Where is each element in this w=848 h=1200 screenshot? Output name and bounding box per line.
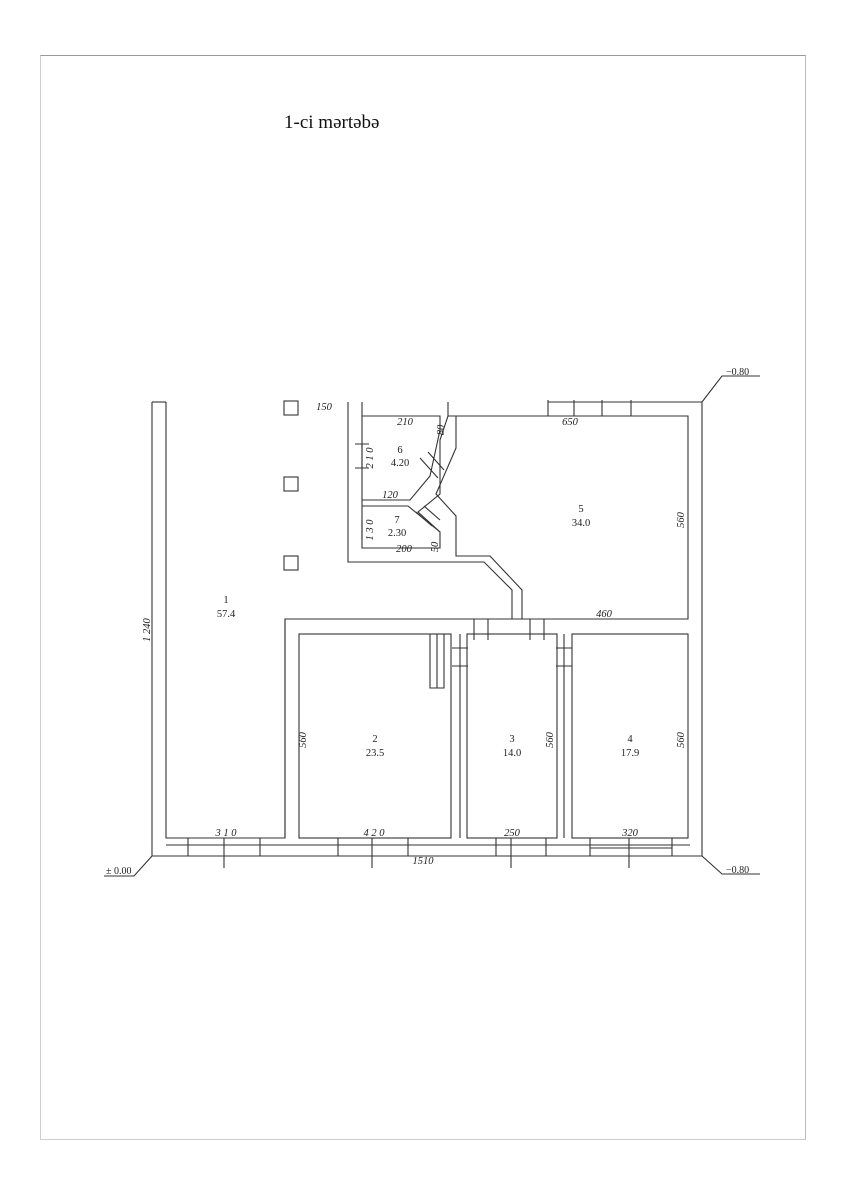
level-bottom-left: ± 0.00 <box>106 866 132 877</box>
drawing-sheet <box>40 55 806 1140</box>
room5-area: 34.0 <box>572 518 590 529</box>
outer-wall <box>151 401 703 857</box>
dim-room5-side: 560 <box>676 511 687 528</box>
room3-area: 14.0 <box>503 748 521 759</box>
doors <box>415 451 572 689</box>
dim-room6-side: 2 1 0 <box>365 447 376 469</box>
dim-room7-diag: 50 <box>430 541 441 552</box>
dim-yard-top: 150 <box>316 402 333 413</box>
room2-number: 2 <box>372 734 377 745</box>
dim-total-width: 1510 <box>413 856 435 867</box>
room6-wall <box>362 415 441 501</box>
dim-room7-bottom: 200 <box>396 544 413 555</box>
room4-wall <box>571 633 689 839</box>
dim-room2-bottom: 4 2 0 <box>364 828 386 839</box>
dim-room4-side: 560 <box>676 731 687 748</box>
room6-number: 6 <box>397 445 402 456</box>
room3-number: 3 <box>509 734 514 745</box>
dim-left-height: 1 240 <box>142 617 153 641</box>
dim-room3-bottom: 250 <box>504 828 521 839</box>
room1-area: 57.4 <box>217 609 236 620</box>
dim-room7-side: 1 3 0 <box>365 519 376 541</box>
dim-room6-diag: 80 <box>436 424 447 435</box>
yard-post <box>283 400 299 416</box>
level-marker-bottom-right <box>701 855 760 875</box>
windows <box>187 400 673 868</box>
dim-room2-side: 560 <box>298 731 309 748</box>
level-marker-bottom-left <box>104 855 153 877</box>
room7-area: 2.30 <box>388 528 406 539</box>
dim-room3-side: 560 <box>545 731 556 748</box>
room2-wall <box>298 633 452 839</box>
dim-room5-bottom: 460 <box>596 609 613 620</box>
room5-number: 5 <box>578 504 583 515</box>
dim-room5-top: 650 <box>562 417 579 428</box>
corridor-wall <box>451 618 572 838</box>
room4-area: 17.9 <box>621 748 639 759</box>
room3-wall <box>466 633 558 839</box>
yard-post <box>283 555 299 571</box>
level-top-right: −0.80 <box>726 367 749 378</box>
room6-area: 4.20 <box>391 458 409 469</box>
room4-number: 4 <box>627 734 633 745</box>
dim-room4-bottom: 320 <box>621 828 639 839</box>
page-title: 1-ci mərtəbə <box>284 112 380 133</box>
room7-number: 7 <box>394 515 399 526</box>
dim-room6-bottom: 120 <box>382 490 399 501</box>
level-bottom-right: −0.80 <box>726 865 749 876</box>
room6-7-wall <box>347 402 513 619</box>
dim-room6-top: 210 <box>397 417 414 428</box>
yard-post <box>283 476 299 492</box>
room5-wall <box>435 415 689 620</box>
level-marker-top-right <box>701 375 760 403</box>
outer-wall-inner <box>165 402 460 839</box>
room2-area: 23.5 <box>366 748 384 759</box>
dim-room1-bottom: 3 1 0 <box>215 828 238 839</box>
room1-number: 1 <box>223 595 228 606</box>
